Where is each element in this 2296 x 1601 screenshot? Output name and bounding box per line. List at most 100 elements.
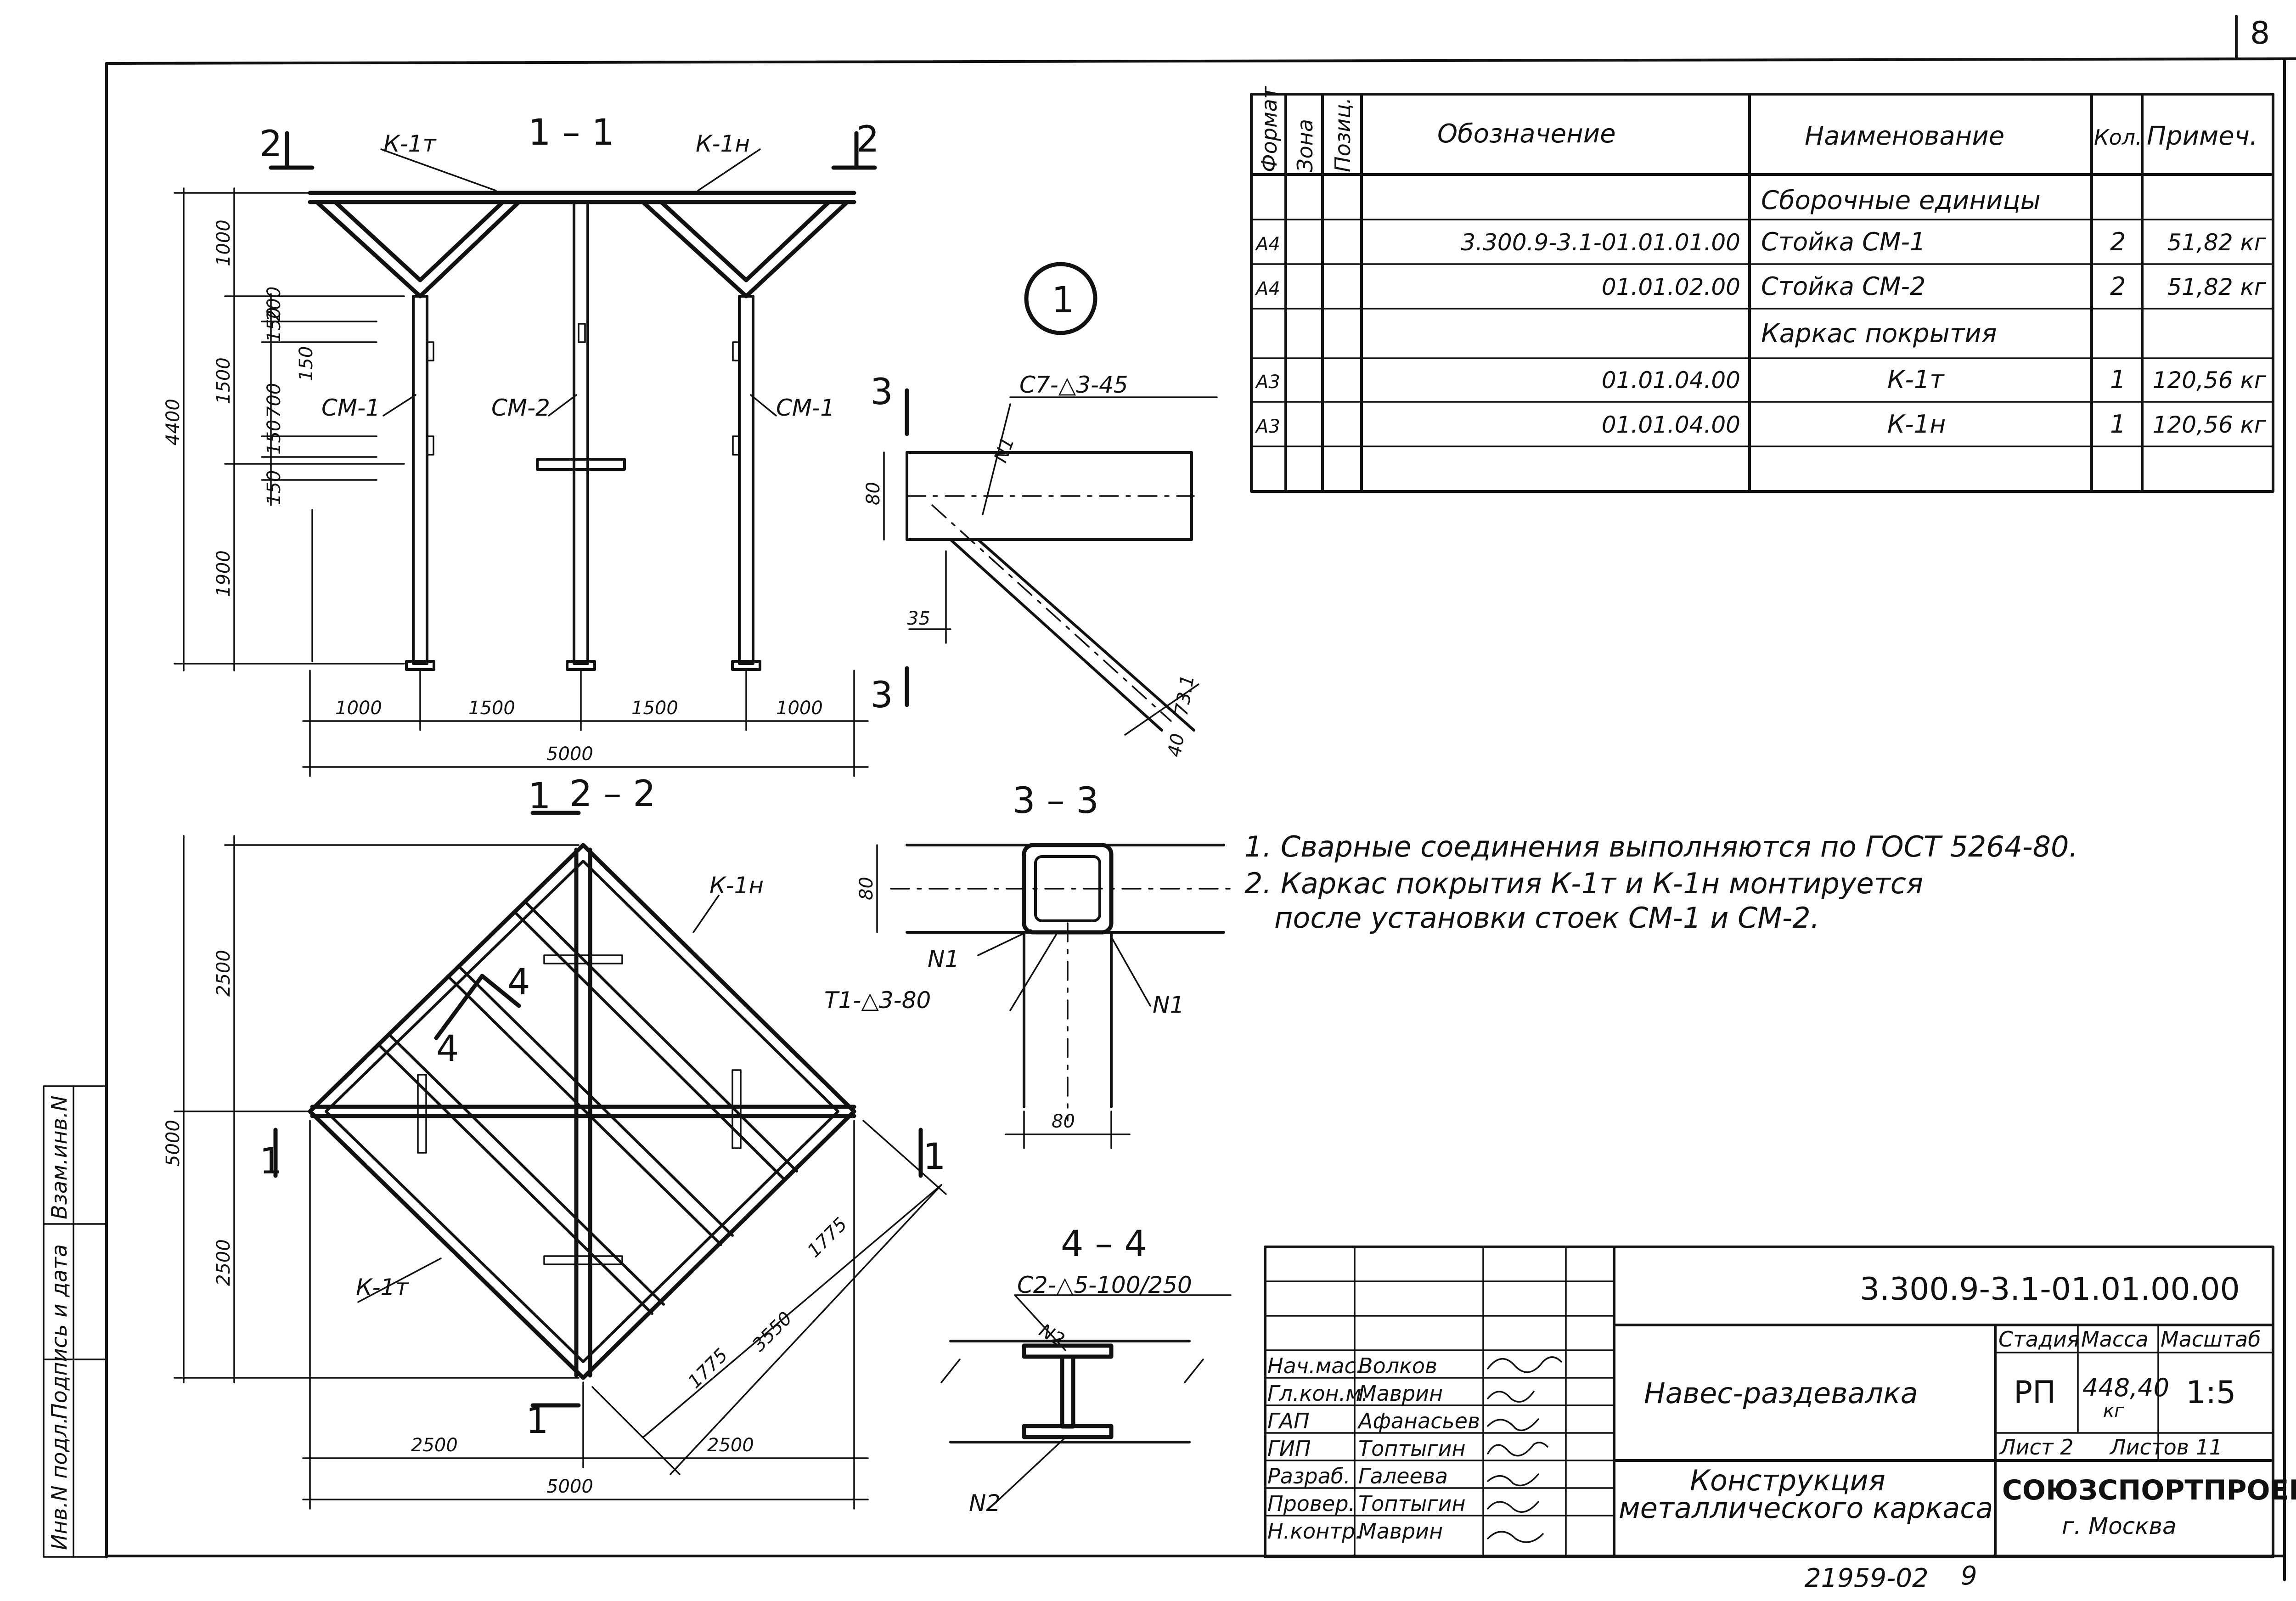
cut-mark-4-a: 4 xyxy=(507,962,530,1003)
sec33-n1-right: N1 xyxy=(1153,992,1184,1018)
label-cm1-left: СМ-1 xyxy=(321,395,380,421)
note-2-cont: после установки стоек СМ-1 и СМ-2. xyxy=(1274,901,1819,935)
sec33-weld-label: Т1-△3-80 xyxy=(824,987,931,1014)
dim-1500-vert: 1500 xyxy=(213,357,234,404)
stage-header: Стадия xyxy=(1998,1327,2079,1352)
node-dim-80: 80 xyxy=(863,482,884,505)
side-stamp-replace: Взам.инв.N xyxy=(47,1095,72,1219)
dim-span-3: 1500 xyxy=(631,698,678,719)
role-2: ГАП xyxy=(1267,1409,1310,1433)
spec-hdr-name: Наименование xyxy=(1805,121,2004,151)
plan-dim-5000-horiz: 5000 xyxy=(546,1476,593,1497)
spec-hdr-format: Формат xyxy=(1257,86,1282,172)
spec-row-1-qty: 2 xyxy=(2110,227,2126,256)
label-cm2: СМ-2 xyxy=(491,395,550,421)
dim-4400-vert: 4400 xyxy=(163,399,184,445)
spec-row-2-format: А4 xyxy=(1255,278,1280,299)
cut-mark-2-left: 2 xyxy=(259,124,282,165)
note-2: 2. Каркас покрытия К-1т и К-1н монтирует… xyxy=(1244,867,1923,900)
role-4: Разраб. xyxy=(1267,1464,1351,1488)
scale-header: Масштаб xyxy=(2161,1327,2261,1352)
note-1: 1. Сварные соединения выполняются по ГОС… xyxy=(1244,830,2078,863)
role-6: Н.контр. xyxy=(1267,1519,1362,1544)
node-dim-73: 73.1 xyxy=(1171,673,1199,717)
cut-mark-4-b: 4 xyxy=(436,1028,459,1070)
section-2-2-title: 2 – 2 xyxy=(569,773,656,815)
label-k1t-elev: К-1т xyxy=(383,130,437,157)
label-k1t-plan: К-1т xyxy=(356,1274,409,1301)
spec-hdr-note: Примеч. xyxy=(2147,121,2258,151)
side-stamp-sign: Подпись и дата xyxy=(47,1244,72,1419)
section-4-4 xyxy=(940,1294,1232,1503)
person-6: Маврин xyxy=(1358,1519,1443,1544)
footer-page: 9 xyxy=(1961,1561,1977,1591)
spec-hdr-zone: Зона xyxy=(1293,119,1317,172)
title-drawing-2: металлического каркаса xyxy=(1619,1491,1993,1525)
spec-row-5-note: 120,56 кг xyxy=(2153,412,2267,438)
spec-hdr-pos: Позиц. xyxy=(1330,97,1355,172)
spec-row-5-format: А3 xyxy=(1255,416,1280,437)
person-4: Галеева xyxy=(1358,1464,1448,1488)
node-dim-40: 40 xyxy=(1164,732,1189,759)
elevation-1-1 xyxy=(174,131,909,777)
sheets-total: Листов 11 xyxy=(2109,1435,2223,1460)
person-5: Топтыгин xyxy=(1358,1491,1466,1516)
section-3-3-title: 3 – 3 xyxy=(1013,780,1099,822)
spec-row-3-name: Каркас покрытия xyxy=(1761,319,1997,349)
node-weld-label: С7-△3-45 xyxy=(1019,372,1128,398)
sec33-dim-80-horiz: 80 xyxy=(1052,1111,1075,1132)
role-1: Гл.кон.м. xyxy=(1267,1381,1368,1406)
section-3-3 xyxy=(876,843,1232,1149)
spec-row-1-name: Стойка СМ-1 xyxy=(1761,227,1925,256)
plan-dim-2500-top: 2500 xyxy=(213,950,234,997)
person-3: Топтыгин xyxy=(1358,1436,1466,1461)
sheet-number: 8 xyxy=(2250,15,2270,51)
dim-150-c: 150 xyxy=(264,420,285,455)
label-k1n-plan: К-1н xyxy=(709,872,764,899)
cut-mark-2-right: 2 xyxy=(856,119,879,160)
sec44-weld-label: С2-△5-100/250 xyxy=(1017,1272,1192,1298)
spec-hdr-designation: Обозначение xyxy=(1437,119,1616,149)
cut-mark-1-bottom: 1 xyxy=(526,1400,549,1442)
title-object: Навес-раздевалка xyxy=(1644,1376,1918,1410)
role-3: ГИП xyxy=(1267,1436,1311,1461)
title-block xyxy=(1264,1246,2274,1558)
dim-150-a: 150 xyxy=(264,307,285,342)
dim-200: 200 xyxy=(264,287,285,321)
spec-row-1-note: 51,82 кг xyxy=(2167,229,2266,256)
section-1-1-title: 1 – 1 xyxy=(528,112,614,153)
spec-row-1-format: А4 xyxy=(1255,234,1280,255)
scale-value: 1:5 xyxy=(2186,1375,2236,1411)
label-k1n-elev: К-1н xyxy=(696,130,750,157)
mass-value: 448,40 xyxy=(2082,1373,2169,1402)
spec-row-2-name: Стойка СМ-2 xyxy=(1761,272,1925,301)
section-4-4-title: 4 – 4 xyxy=(1061,1223,1147,1265)
org-city: г. Москва xyxy=(2062,1513,2177,1539)
spec-table xyxy=(1250,93,2274,493)
sec44-n2-bottom: N2 xyxy=(969,1490,1001,1516)
spec-row-4-designation: 01.01.04.00 xyxy=(1602,367,1740,394)
cut-mark-1-right: 1 xyxy=(923,1136,946,1178)
dim-150-d: 150 xyxy=(264,470,285,505)
spec-row-2-designation: 01.01.02.00 xyxy=(1602,274,1740,300)
spec-row-5-designation: 01.01.04.00 xyxy=(1602,412,1740,438)
org-name: СОЮЗСПОРТПРОЕКТ xyxy=(2002,1474,2296,1506)
stage-value: РП xyxy=(2014,1375,2056,1411)
dim-1900-vert: 1900 xyxy=(213,550,234,597)
node-detail-1 xyxy=(883,262,1218,736)
side-stamp: Инв.N подл. Подпись и дата Взам.инв.N xyxy=(43,1085,107,1558)
cut-mark-1-top: 1 xyxy=(528,776,551,817)
spec-row-5-qty: 1 xyxy=(2110,410,2126,439)
dim-span-2: 1500 xyxy=(468,698,515,719)
dim-150-b: 150 xyxy=(296,346,317,381)
spec-row-1-designation: 3.300.9-3.1-01.01.01.00 xyxy=(1461,229,1740,256)
mass-unit: кг xyxy=(2103,1400,2124,1421)
sheet-value: Лист 2 xyxy=(1999,1435,2073,1460)
plan-dim-2500-bottom: 2500 xyxy=(213,1239,234,1286)
spec-row-5-name: К-1н xyxy=(1887,410,1946,439)
spec-row-4-name: К-1т xyxy=(1887,365,1945,394)
plan-dim-1775-b: 1775 xyxy=(804,1214,852,1262)
side-stamp-inv: Инв.N подл. xyxy=(47,1417,72,1550)
mass-header: Масса xyxy=(2081,1327,2149,1352)
